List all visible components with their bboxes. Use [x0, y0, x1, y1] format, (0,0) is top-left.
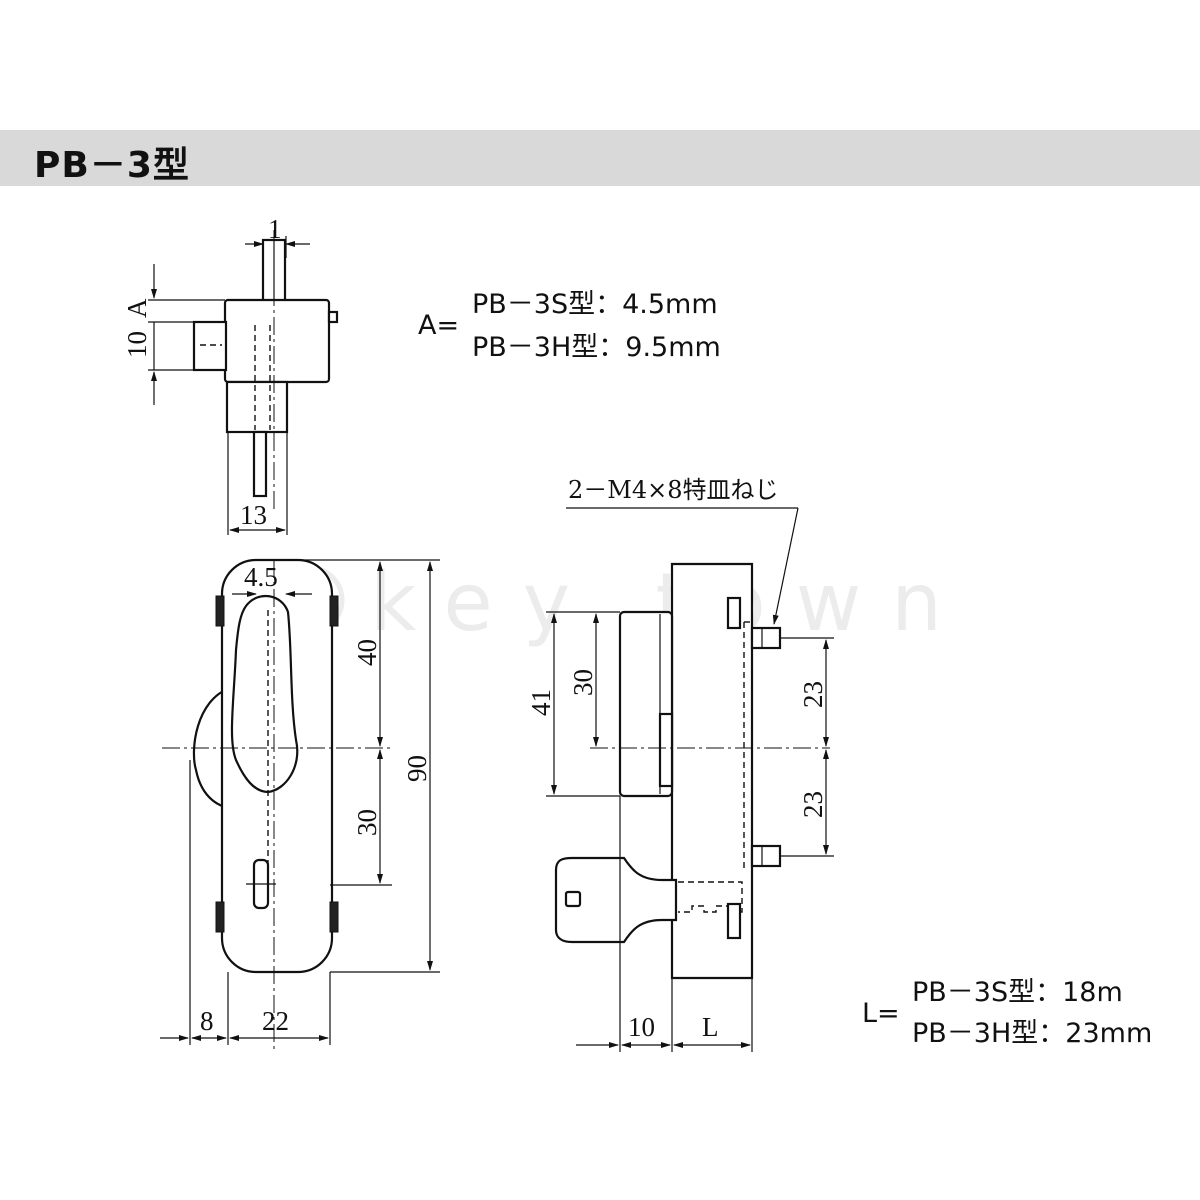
side-dim-41: 41: [526, 689, 556, 716]
side-view: 2－M4×8特皿ねじ 41 30 23 23 10 L: [526, 476, 834, 1052]
front-dim-4-5: 4.5: [244, 562, 278, 592]
front-dim-30: 30: [352, 809, 382, 836]
spec-l-prefix: L=: [862, 998, 900, 1029]
screw-note: 2－M4×8特皿ねじ: [568, 476, 779, 504]
page-title: PB－3型: [34, 145, 190, 186]
front-dim-40: 40: [352, 639, 382, 666]
title-bar: PB－3型: [0, 130, 1200, 186]
side-dim-23-lower: 23: [798, 791, 828, 818]
spec-l-line2: PB－3H型：23mm: [912, 1018, 1152, 1049]
top-dim-1: 1: [268, 214, 282, 244]
side-dim-10: 10: [628, 1012, 655, 1042]
spec-a-line2: PB－3H型：9.5mm: [472, 332, 721, 363]
front-dim-22: 22: [262, 1006, 289, 1036]
top-dim-10: 10: [122, 331, 152, 358]
front-view: 4.5 40 30 90 8 22: [160, 558, 440, 1050]
side-dim-23-upper: 23: [798, 681, 828, 708]
spec-l: L= PB－3S型：18m PB－3H型：23mm: [862, 977, 1152, 1049]
top-dim-A: A: [122, 298, 152, 318]
front-dim-90: 90: [402, 755, 432, 782]
side-dim-L: L: [702, 1012, 719, 1042]
top-view: 1 10 A 13: [122, 214, 339, 535]
spec-a-line1: PB－3S型：4.5mm: [472, 289, 718, 320]
spec-a-prefix: A=: [418, 310, 459, 341]
side-dim-30: 30: [568, 669, 598, 696]
spec-a: A= PB－3S型：4.5mm PB－3H型：9.5mm: [418, 289, 721, 363]
front-dim-8: 8: [200, 1006, 214, 1036]
top-dim-13: 13: [240, 500, 267, 530]
spec-l-line1: PB－3S型：18m: [912, 977, 1123, 1008]
